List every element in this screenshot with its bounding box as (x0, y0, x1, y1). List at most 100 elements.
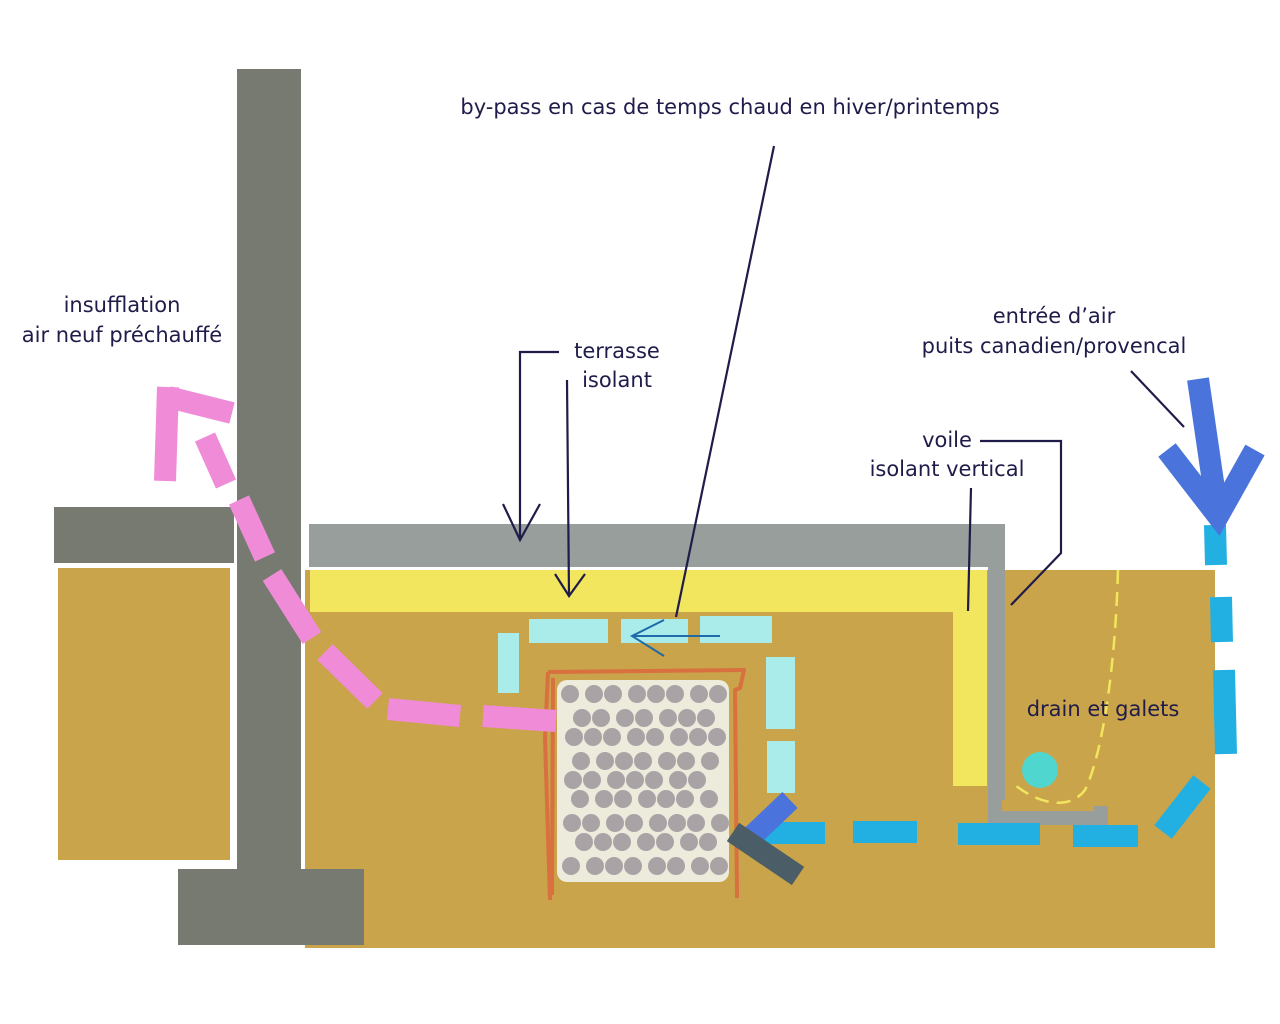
pebble (585, 685, 603, 703)
pebble (635, 709, 653, 727)
air-intake-arrow-icon (1158, 377, 1265, 536)
pebble (637, 833, 655, 851)
pebble (573, 709, 591, 727)
pebble (584, 728, 602, 746)
floor-slab-left (54, 507, 234, 563)
pebble (657, 790, 675, 808)
pebble (563, 814, 581, 832)
pebble (582, 814, 600, 832)
pebble (562, 857, 580, 875)
bypass-label: by-pass en cas de temps chaud en hiver/p… (460, 95, 999, 119)
pebble (594, 833, 612, 851)
pebble (572, 752, 590, 770)
pebble (649, 814, 667, 832)
wall-footing (178, 869, 364, 945)
pebble (676, 790, 694, 808)
pebble (708, 728, 726, 746)
pebble (667, 857, 685, 875)
pebble (638, 790, 656, 808)
drain-dashed-curve (1014, 569, 1120, 804)
pebble (561, 685, 579, 703)
terrasse-label: terrasse (574, 339, 660, 363)
leader-lines (502, 145, 1185, 618)
pebble (614, 790, 632, 808)
voile-label: voile (922, 428, 972, 452)
pebble (666, 685, 684, 703)
pebble (595, 790, 613, 808)
pebble (634, 752, 652, 770)
pink-duct (154, 386, 557, 732)
pebble (700, 790, 718, 808)
pebble (668, 814, 686, 832)
pebble (658, 752, 676, 770)
entree-air-label-2: puits canadien/provencal (922, 334, 1187, 358)
isolant-label: isolant (582, 368, 652, 392)
insufflation-label-2: air neuf préchauffé (22, 323, 222, 347)
pebble (656, 833, 674, 851)
pebble (603, 728, 621, 746)
voile-leader (980, 439, 1063, 606)
pebble (606, 814, 624, 832)
pebble (677, 752, 695, 770)
drain-pipe (988, 780, 1108, 825)
bypass-valve-blue (740, 792, 798, 848)
cyan-bypass-duct (498, 616, 795, 793)
pebble (596, 752, 614, 770)
pebble (575, 833, 593, 851)
bypass-leader (674, 145, 776, 618)
isolant-vertical-label: isolant vertical (870, 457, 1025, 481)
pebble (670, 728, 688, 746)
terrasse-leader (518, 350, 559, 540)
soil-left-block (58, 568, 230, 860)
pebble (586, 857, 604, 875)
pebble (605, 857, 623, 875)
pebble (613, 833, 631, 851)
pebble (604, 685, 622, 703)
pebble (710, 857, 728, 875)
pebble (711, 814, 729, 832)
drain-label: drain et galets (1027, 697, 1180, 721)
pebble (624, 857, 642, 875)
pebble (688, 771, 706, 789)
terrace-insulation (310, 570, 987, 786)
isolant-leader (565, 379, 571, 597)
pebble (689, 728, 707, 746)
pebble (646, 728, 664, 746)
pebble (564, 771, 582, 789)
pebble (583, 771, 601, 789)
pebble (697, 709, 715, 727)
pebble (690, 685, 708, 703)
pebble (701, 752, 719, 770)
terrasse-arrowhead (502, 503, 541, 543)
pebble (709, 685, 727, 703)
blue-intake-duct (762, 524, 1237, 847)
pebble (687, 814, 705, 832)
entree-air-label-1: entrée d’air (993, 304, 1116, 328)
insufflation-label-1: insufflation (64, 293, 181, 317)
pebble (647, 685, 665, 703)
pebble (645, 771, 663, 789)
pebble (691, 857, 709, 875)
pebble (659, 709, 677, 727)
pebble (565, 728, 583, 746)
isolant-vertical-leader (966, 487, 973, 612)
pebble (699, 833, 717, 851)
pebble (680, 833, 698, 851)
terrace-slab (309, 524, 1005, 800)
pebble (615, 752, 633, 770)
entree-leader (1130, 370, 1185, 428)
pebble (571, 790, 589, 808)
pebble (626, 771, 644, 789)
pebble (607, 771, 625, 789)
pebble (678, 709, 696, 727)
storage-pebbles (561, 685, 729, 875)
pebble (592, 709, 610, 727)
pebble (627, 728, 645, 746)
bypass-valve-flap (726, 822, 805, 886)
pebble (669, 771, 687, 789)
pebble (648, 857, 666, 875)
pebble (616, 709, 634, 727)
isolant-arrowhead (554, 573, 586, 598)
pebble (625, 814, 643, 832)
